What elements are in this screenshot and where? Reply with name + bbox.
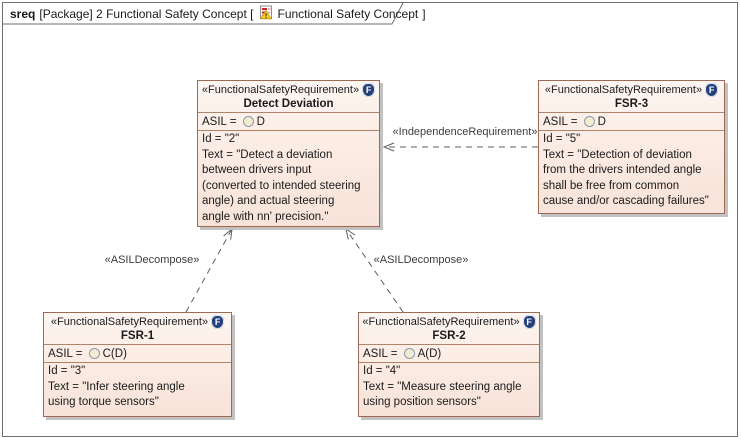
box-header: «FunctionalSafetyRequirement» F FSR-1	[44, 313, 231, 344]
asil-row: ASIL = A(D)	[359, 344, 539, 363]
requirement-body: Id = "4" Text = "Measure steering angle …	[359, 363, 539, 416]
asil-circle-icon	[242, 116, 254, 127]
asil-label: ASIL =	[202, 115, 240, 128]
asil-label: ASIL =	[48, 347, 86, 360]
asil-circle-icon	[88, 348, 100, 359]
asil-row: ASIL = C(D)	[44, 344, 231, 363]
asil-value: A(D)	[417, 347, 442, 360]
box-header: «FunctionalSafetyRequirement» F Detect D…	[198, 81, 379, 112]
diagram-name-label: Functional Safety Concept	[277, 7, 419, 21]
diagram-context-label: [Package] 2 Functional Safety Concept [	[39, 7, 254, 21]
diagram-title-bar[interactable]: sreq [Package] 2 Functional Safety Conce…	[10, 5, 426, 23]
box-header: «FunctionalSafetyRequirement» F FSR-2	[359, 313, 539, 344]
functional-safety-badge-icon: F	[705, 83, 719, 97]
independence-requirement-label[interactable]: «IndependenceRequirement»	[392, 126, 538, 138]
asil-row: ASIL = D	[198, 112, 379, 131]
requirement-body: Id = "3" Text = "Infer steering angle us…	[44, 363, 231, 416]
req-box-fsr-3[interactable]: «FunctionalSafetyRequirement» F FSR-3 AS…	[538, 80, 725, 214]
stereotype-label: «FunctionalSafetyRequirement»	[362, 316, 520, 328]
requirement-name: FSR-2	[432, 330, 466, 342]
req-box-fsr-1[interactable]: «FunctionalSafetyRequirement» F FSR-1 AS…	[43, 312, 232, 417]
asil-decompose-right-label[interactable]: «ASILDecompose»	[373, 254, 469, 266]
requirement-body-text: Id = "4" Text = "Measure steering angle …	[363, 365, 522, 409]
functional-safety-badge-icon: F	[362, 83, 376, 97]
asil-label: ASIL =	[363, 347, 401, 360]
requirement-name: FSR-1	[120, 330, 155, 342]
asil-decompose-left-label[interactable]: «ASILDecompose»	[104, 254, 200, 266]
requirement-body-text: Id = "5" Text = "Detection of deviation …	[543, 133, 709, 208]
asil-circle-icon	[403, 348, 415, 359]
requirement-body-text: Id = "3" Text = "Infer steering angle us…	[48, 365, 185, 409]
asil-circle-icon	[583, 116, 595, 127]
requirement-body-text: Id = "2" Text = "Detect a deviation betw…	[202, 133, 361, 223]
asil-row: ASIL = D	[539, 112, 724, 131]
stereotype-label: «FunctionalSafetyRequirement»	[201, 84, 360, 96]
box-header: «FunctionalSafetyRequirement» F FSR-3	[539, 81, 724, 112]
requirement-body: Id = "2" Text = "Detect a deviation betw…	[198, 131, 379, 226]
requirement-name: Detect Deviation	[243, 98, 334, 110]
diagram-title-close-bracket: ]	[422, 7, 426, 21]
stereotype-label: «FunctionalSafetyRequirement»	[50, 316, 209, 328]
requirement-body: Id = "5" Text = "Detection of deviation …	[539, 131, 724, 213]
asil-value: C(D)	[102, 347, 127, 360]
req-box-detect-deviation[interactable]: «FunctionalSafetyRequirement» F Detect D…	[197, 80, 380, 227]
req-box-fsr-2[interactable]: «FunctionalSafetyRequirement» F FSR-2 AS…	[358, 312, 540, 417]
asil-value: D	[597, 115, 606, 128]
stereotype-label: «FunctionalSafetyRequirement»	[544, 84, 703, 96]
functional-safety-badge-icon: F	[211, 315, 225, 329]
asil-label: ASIL =	[543, 115, 581, 128]
asil-value: D	[256, 115, 265, 128]
requirement-diagram-icon	[258, 5, 273, 23]
requirement-name: FSR-3	[614, 98, 649, 110]
diagram-kind-label: sreq	[10, 7, 36, 21]
functional-safety-badge-icon: F	[522, 315, 536, 329]
